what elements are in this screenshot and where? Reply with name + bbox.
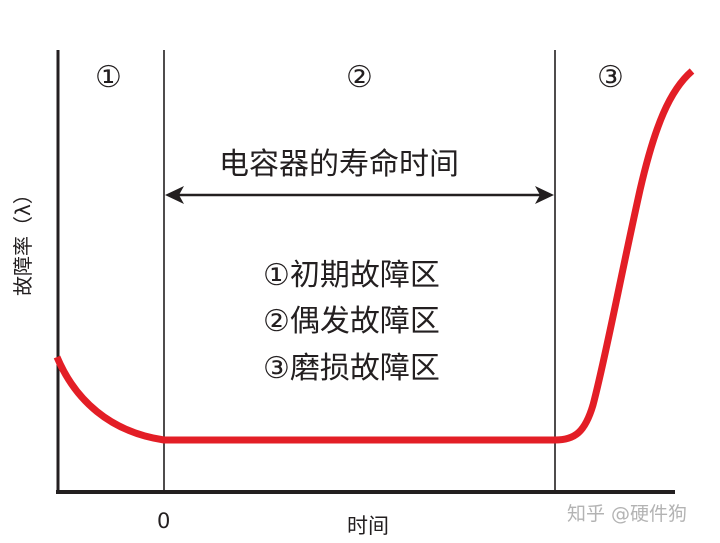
zone-marker-1: ①: [95, 60, 122, 95]
legend-item-initial-failure: ①初期故障区: [263, 258, 440, 293]
watermark: 知乎 @硬件狗: [567, 503, 688, 525]
x-origin-tick: 0: [157, 509, 171, 533]
x-axis-label: 时间: [347, 514, 389, 538]
arrow-head-right-icon: [535, 186, 554, 204]
arrow-head-left-icon: [165, 186, 184, 204]
zone-marker-2: ②: [346, 60, 373, 95]
zone-marker-3: ③: [597, 60, 624, 95]
legend-item-wearout-failure: ③磨损故障区: [263, 351, 440, 386]
legend-item-random-failure: ②偶发故障区: [263, 304, 440, 339]
lifetime-title: 电容器的寿命时间: [219, 147, 459, 182]
y-axis-label: 故障率（λ）: [11, 184, 35, 296]
failure-rate-curve: [53, 68, 695, 444]
